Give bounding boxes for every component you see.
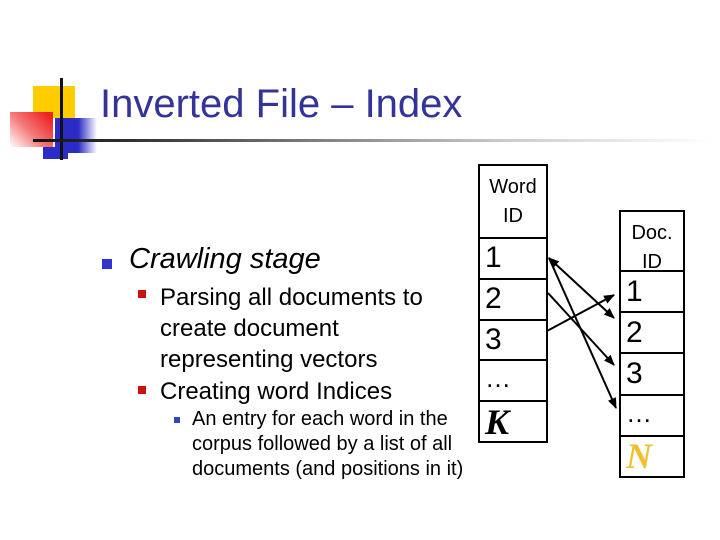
level1-bullet-icon <box>102 259 112 269</box>
word-id-header-line1: Word <box>489 176 537 198</box>
arrow-word-2-to-doc-3 <box>547 292 615 366</box>
doc-id-cell-n: N <box>621 434 683 476</box>
logo-blue-small-square <box>43 147 68 159</box>
word-id-cell-k: K <box>480 400 546 441</box>
doc-id-table-header: Doc. ID <box>621 212 683 273</box>
bullet-entry-line2: corpus followed by a list of all <box>192 433 453 455</box>
word-id-header-line2: ID <box>503 205 523 227</box>
bullet-parsing-line1: Parsing all documents to <box>160 284 423 311</box>
word-id-table-header: Word ID <box>480 166 546 237</box>
level2-bullet-icon <box>138 290 146 298</box>
bullet-parsing-documents: Parsing all documents to create document… <box>160 282 423 375</box>
arrow-word-3-to-doc-1 <box>546 294 615 332</box>
bullet-parsing-line2: create document <box>160 315 339 342</box>
doc-id-cell-ellipsis: … <box>621 393 683 435</box>
logo-vertical-line <box>60 78 63 160</box>
word-id-cell-1: 1 <box>480 237 546 278</box>
bullet-entry-per-word: An entry for each word in the corpus fol… <box>192 407 463 482</box>
bullet-crawling-stage: Crawling stage <box>129 243 321 275</box>
doc-id-table: Doc. ID 1 2 3 … N <box>619 210 685 478</box>
word-id-table: Word ID 1 2 3 … K <box>478 164 548 443</box>
bullet-creating-word-indices: Creating word Indices <box>160 378 393 405</box>
level2-bullet-icon <box>138 386 146 394</box>
page-title: Inverted File – Index <box>100 82 463 126</box>
doc-id-header-line1: Doc. <box>631 222 673 244</box>
title-divider-line <box>33 139 712 142</box>
bullet-entry-line1: An entry for each word in the <box>192 408 448 430</box>
doc-id-header-line2: ID <box>642 251 662 273</box>
level3-bullet-icon <box>174 417 180 423</box>
doc-id-cell-1: 1 <box>621 270 683 311</box>
word-id-cell-3: 3 <box>480 318 546 360</box>
doc-id-cell-2: 2 <box>621 311 683 352</box>
bullet-parsing-line3: representing vectors <box>160 346 378 373</box>
word-id-cell-ellipsis: … <box>480 359 546 400</box>
bullet-entry-line3: documents (and positions in it) <box>192 458 464 480</box>
doc-id-cell-3: 3 <box>621 352 683 393</box>
arrow-word-1-to-doc-2 <box>548 257 615 319</box>
word-id-cell-2: 2 <box>480 277 546 319</box>
arrow-word-1-to-doc-dots <box>548 257 617 410</box>
